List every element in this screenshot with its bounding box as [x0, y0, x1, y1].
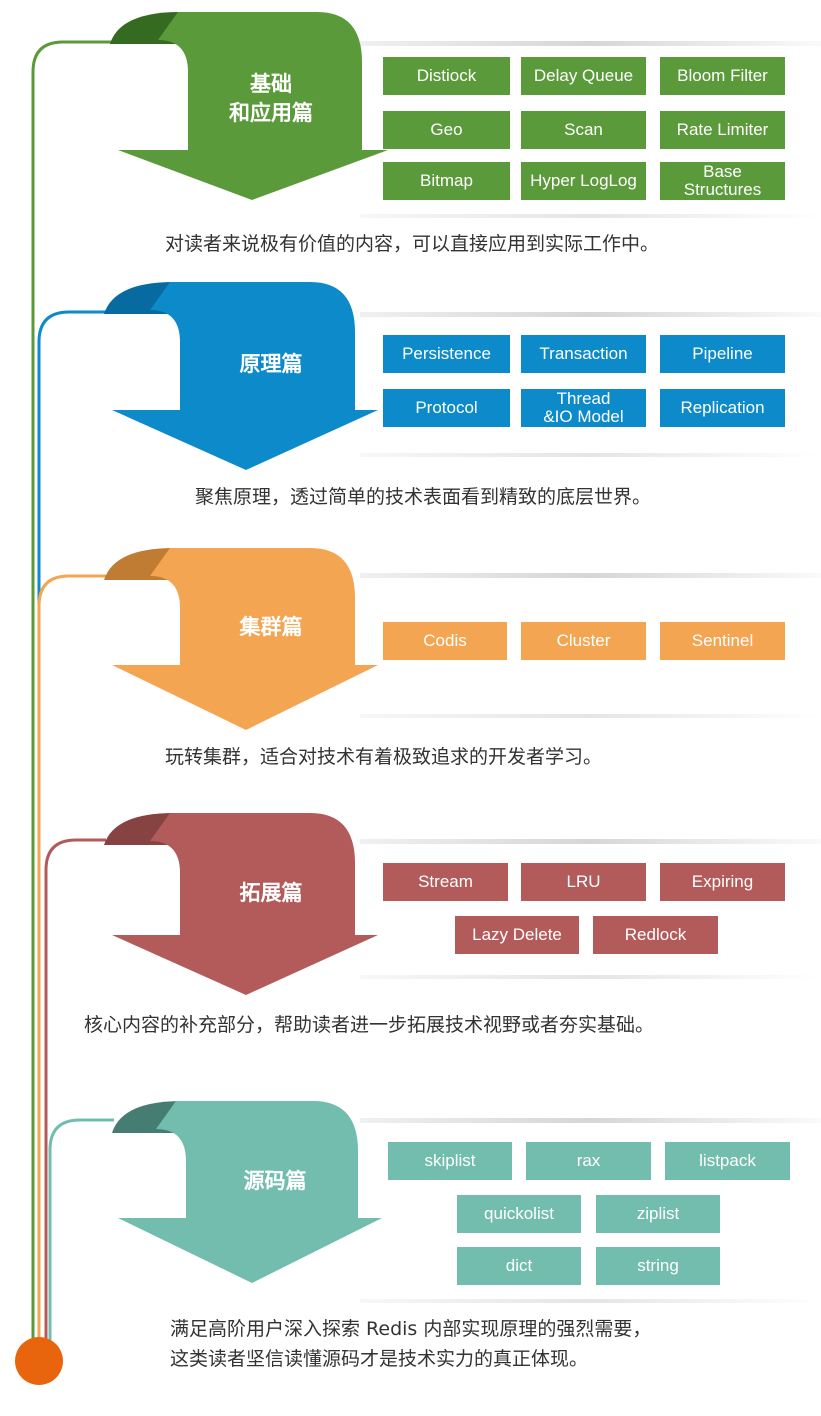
tag-lazy-delete: Lazy Delete — [455, 916, 579, 954]
section-extension: 拓展篇 Stream LRU Expiring Lazy Delete Redl… — [0, 805, 821, 1060]
tag-string: string — [596, 1247, 720, 1285]
section-description: 对读者来说极有价值的内容，可以直接应用到实际工作中。 — [165, 233, 660, 255]
section-arrow — [110, 12, 388, 200]
section-arrow — [104, 282, 378, 470]
section-description: 玩转集群，适合对技术有着极致追求的开发者学习。 — [165, 746, 603, 768]
shelf-line — [360, 573, 821, 578]
tag-codis: Codis — [383, 622, 507, 660]
tag-rax: rax — [526, 1142, 651, 1180]
section-arrow — [112, 1101, 382, 1283]
tag-quickolist: quickolist — [457, 1195, 581, 1233]
section-description: 核心内容的补充部分，帮助读者进一步拓展技术视野或者夯实基础。 — [84, 1014, 655, 1036]
section-basics: 基础 和应用篇 Distiock Delay Queue Bloom Filte… — [0, 0, 821, 300]
tag-hyper-loglog: Hyper LogLog — [521, 162, 646, 200]
tag-expiring: Expiring — [660, 863, 785, 901]
arrow-body — [118, 12, 388, 200]
timeline-line-4 — [44, 838, 106, 1355]
arrow-body — [112, 813, 378, 995]
tag-listpack: listpack — [665, 1142, 790, 1180]
tag-bloom-filter: Bloom Filter — [660, 57, 785, 95]
tag-delay-queue: Delay Queue — [521, 57, 646, 95]
arrow-body — [112, 282, 378, 470]
tag-skiplist: skiplist — [388, 1142, 512, 1180]
shelf-line — [360, 1118, 821, 1123]
shelf-line — [360, 1299, 821, 1303]
section-title: 拓展篇 — [239, 881, 303, 905]
section-title: 集群篇 — [239, 615, 303, 639]
section-title: 原理篇 — [239, 352, 303, 376]
tag-protocol: Protocol — [383, 389, 510, 427]
tag-bitmap: Bitmap — [383, 162, 510, 200]
tag-rate-limiter: Rate Limiter — [660, 111, 785, 149]
tag-thread-io-model: Thread &IO Model — [521, 389, 646, 427]
tag-dict: dict — [457, 1247, 581, 1285]
arrow-body — [112, 548, 378, 730]
shelf-line — [360, 714, 821, 718]
tag-base-structures: Base Structures — [660, 162, 785, 200]
timeline-end-dot — [15, 1337, 63, 1385]
shelf-line — [360, 214, 821, 218]
shelf-line — [360, 41, 821, 46]
tag-pipeline: Pipeline — [660, 335, 785, 373]
shelf-line — [360, 312, 821, 317]
section-cluster: 集群篇 Codis Cluster Sentinel 玩转集群，适合对技术有着极… — [0, 540, 821, 790]
timeline-line-2 — [37, 310, 106, 1355]
tag-replication: Replication — [660, 389, 785, 427]
tag-transaction: Transaction — [521, 335, 646, 373]
tag-geo: Geo — [383, 111, 510, 149]
section-principles: 原理篇 Persistence Transaction Pipeline Pro… — [0, 270, 821, 530]
timeline-line-3 — [37, 574, 106, 1355]
section-title: 源码篇 — [243, 1169, 307, 1193]
arrow-body — [118, 1101, 382, 1283]
section-title: 基础 和应用篇 — [229, 72, 313, 125]
section-description: 聚焦原理，透过简单的技术表面看到精致的底层世界。 — [195, 486, 652, 508]
shelf-line — [360, 453, 821, 457]
tag-lru: LRU — [521, 863, 646, 901]
tag-distiock: Distiock — [383, 57, 510, 95]
shelf-line — [360, 975, 821, 979]
tag-ziplist: ziplist — [596, 1195, 720, 1233]
section-arrow — [104, 548, 378, 730]
section-arrow — [104, 813, 378, 995]
tag-cluster: Cluster — [521, 622, 646, 660]
timeline-line-1 — [31, 40, 112, 1355]
tag-redlock: Redlock — [593, 916, 718, 954]
section-source: 源码篇 skiplist rax listpack quickolist zip… — [0, 1093, 821, 1393]
tag-stream: Stream — [383, 863, 508, 901]
tag-sentinel: Sentinel — [660, 622, 785, 660]
timeline-line-5 — [48, 1118, 114, 1355]
shelf-line — [360, 839, 821, 844]
section-description: 满足高阶用户深入探索 Redis 内部实现原理的强烈需要， 这类读者坚信读懂源码… — [170, 1318, 652, 1370]
tag-scan: Scan — [521, 111, 646, 149]
tag-persistence: Persistence — [383, 335, 510, 373]
